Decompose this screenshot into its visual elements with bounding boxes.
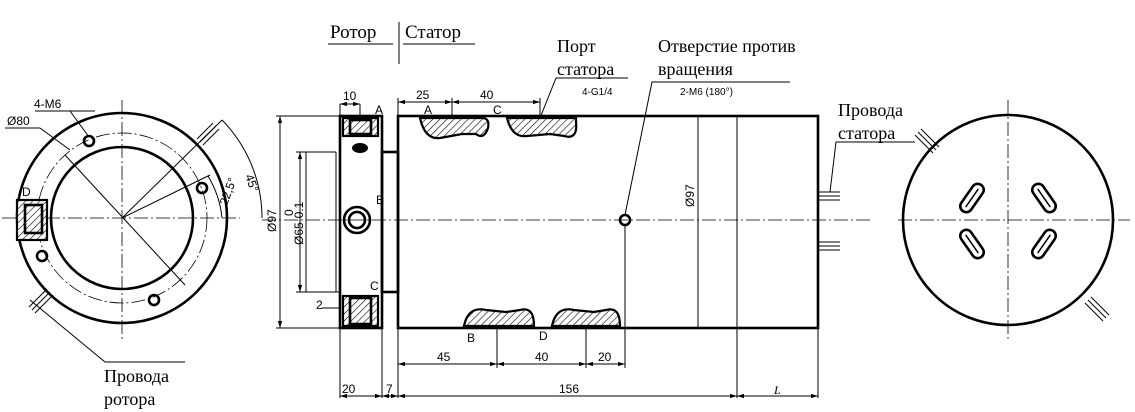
stator-port-leader xyxy=(539,77,628,119)
stator-port-a xyxy=(418,116,490,140)
port-a-label: A xyxy=(424,103,432,117)
anti-rotation-label-2: вращения xyxy=(658,59,733,79)
rotor-port-a-bore xyxy=(348,118,373,136)
dim-dia97-left: Ø97 xyxy=(265,209,279,232)
dim-20-left: 20 xyxy=(342,382,356,396)
stator-wire-stub-lower xyxy=(818,241,840,251)
port-a-rotor-label: A xyxy=(375,103,383,117)
wire-slot xyxy=(958,228,986,260)
stator-wire-stub-upper xyxy=(818,191,840,201)
anti-rotation-label-1: Отверстие против xyxy=(658,36,796,56)
dim-25: 25 xyxy=(416,88,430,102)
angle-45-label: 45° xyxy=(242,172,261,194)
stator-wires-label-2: статора xyxy=(838,123,895,143)
rotor-wires-label-2: ротора xyxy=(104,389,155,409)
rotor-port-a xyxy=(341,116,380,138)
rotor-port-c-bore xyxy=(348,296,373,326)
holes-leader xyxy=(69,110,90,138)
mounting-hole xyxy=(82,134,96,148)
dim-L: L xyxy=(773,383,781,397)
rotor-wire-stub-top xyxy=(196,122,220,146)
dim-40-bottom: 40 xyxy=(535,350,549,364)
rotor-wires-label-1: Провода xyxy=(104,366,169,386)
stator-port-label-1: Порт xyxy=(557,36,596,56)
wire-slot xyxy=(1030,228,1058,260)
port-d-label: D xyxy=(22,185,31,199)
rotor-port-b-inner xyxy=(347,210,367,230)
dim-10: 10 xyxy=(343,89,357,103)
rotor-label: Ротор xyxy=(330,22,376,43)
dim-dia97-right: Ø97 xyxy=(683,184,697,207)
rotor-wire-stub xyxy=(28,288,54,314)
angle-arc-22 xyxy=(207,175,223,219)
mounting-hole xyxy=(35,249,49,263)
port-d-bore xyxy=(23,203,44,235)
dim-dia65: Ø65-0.1 xyxy=(292,201,306,245)
wire-slot xyxy=(958,182,986,214)
anti-rotation-leader xyxy=(624,81,790,216)
stator-wire-stub-right-lower xyxy=(1084,296,1110,322)
rotor-stator-step xyxy=(380,150,400,294)
left-end-view: 4-M6 Ø80 45° 22,5° D Провода ротора xyxy=(2,97,263,409)
stator-wires-label-1: Провода xyxy=(838,100,903,120)
dia80-label: Ø80 xyxy=(7,114,30,128)
left-view-diagonal xyxy=(64,154,186,286)
hole-callout: 2-M6 (180°) xyxy=(680,87,733,98)
port-b-rotor-label: B xyxy=(376,193,384,207)
dim-45: 45 xyxy=(437,350,451,364)
stator-wire-stub-right xyxy=(914,128,940,154)
right-view-outer-circle xyxy=(901,113,1115,327)
holes-callout: 4-M6 xyxy=(34,97,62,111)
stator-label: Статор xyxy=(405,22,461,43)
left-view-inner-bore xyxy=(49,145,195,291)
wire-slot xyxy=(1030,182,1058,214)
dim-20-bottom: 20 xyxy=(598,350,612,364)
right-end-view xyxy=(898,100,1130,340)
stator-port-c xyxy=(505,116,578,138)
rotor-port-b-outer xyxy=(342,205,372,235)
left-view-angle-line xyxy=(121,174,211,219)
port-callout: 4-G1/4 xyxy=(582,87,613,98)
stator-wires-leader xyxy=(829,141,915,193)
stator-port-d xyxy=(550,308,622,328)
port-c-label: C xyxy=(493,103,502,117)
rotor-seal-a xyxy=(352,143,368,153)
angle-arc-45 xyxy=(221,119,263,219)
mounting-hole xyxy=(147,293,161,307)
stator-body xyxy=(396,114,820,330)
stator-port-label-2: статора xyxy=(557,59,614,79)
side-section-view: Ротор Статор xyxy=(262,22,915,399)
port-c-rotor-label: C xyxy=(370,279,379,293)
dim-2: 2 xyxy=(316,298,323,312)
dim-zero: 0 xyxy=(282,209,296,216)
dim-156: 156 xyxy=(559,382,579,396)
rotor-wires-leader xyxy=(29,299,185,363)
stator-port-b xyxy=(462,308,536,328)
dim-40-top: 40 xyxy=(480,88,494,102)
dim-7: 7 xyxy=(386,382,393,396)
rotor-port-c xyxy=(341,294,380,328)
mounting-hole xyxy=(195,181,209,195)
port-b-label: B xyxy=(467,331,475,345)
dia80-leader xyxy=(39,127,71,151)
port-d-bottom-label: D xyxy=(539,329,548,343)
